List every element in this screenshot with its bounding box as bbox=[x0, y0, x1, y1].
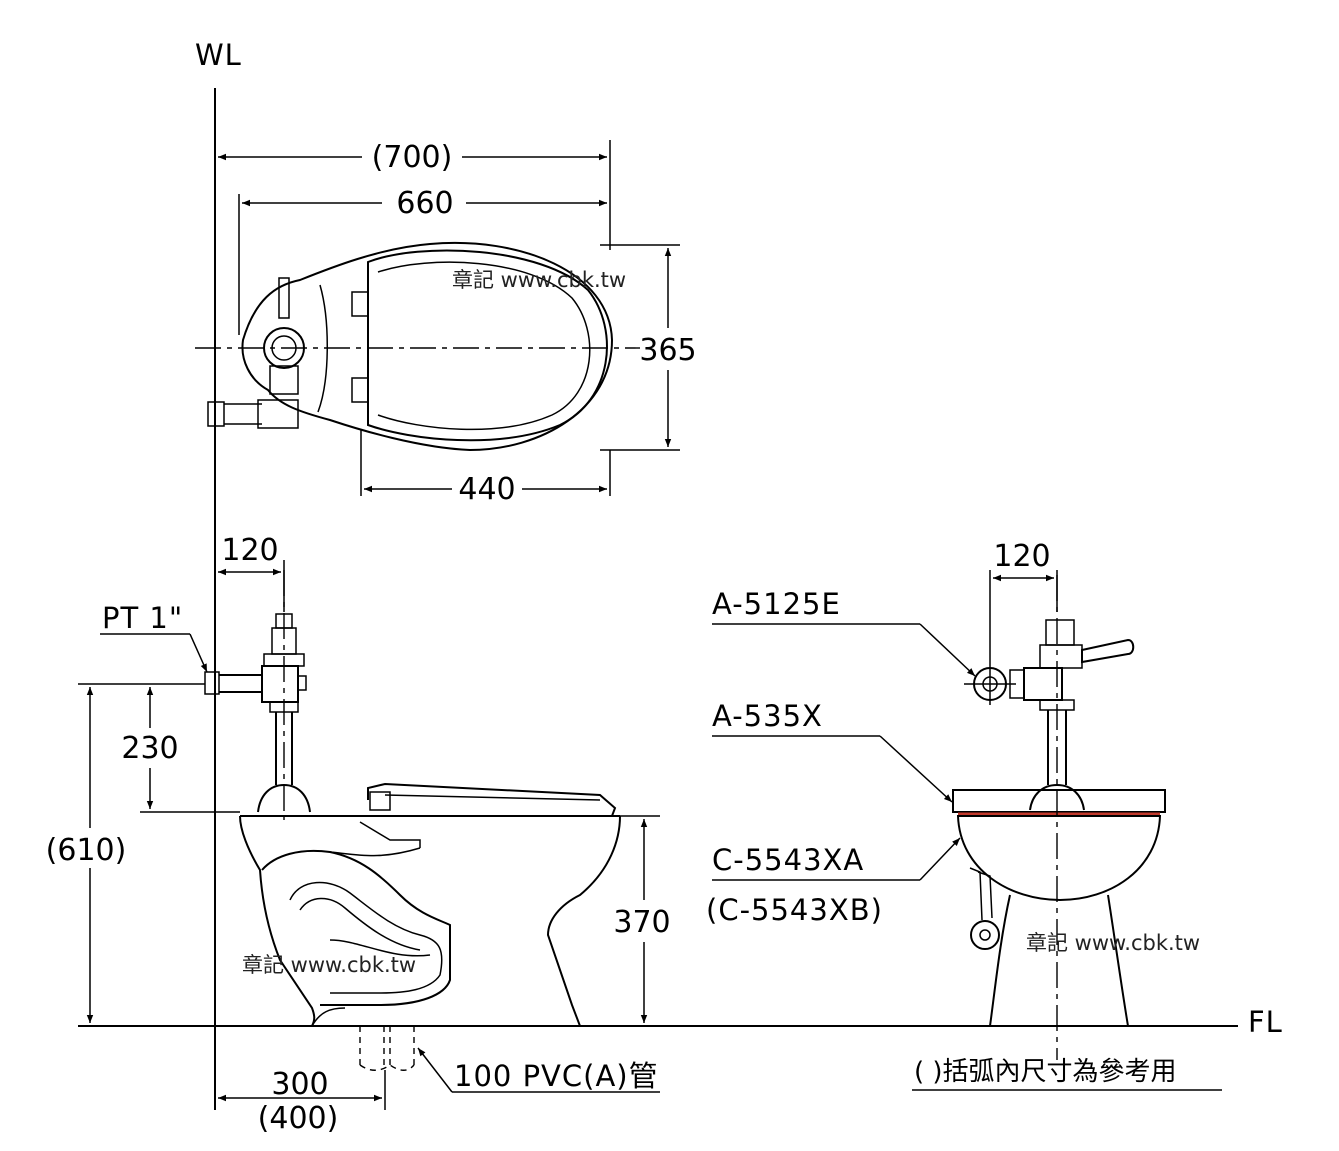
front-view-toilet bbox=[952, 575, 1166, 1060]
supply-pipe-label: PT 1" bbox=[102, 601, 183, 635]
dim-rough-in bbox=[218, 1070, 386, 1110]
dim-body-length bbox=[238, 194, 607, 335]
dim-valve-height-label: 230 bbox=[121, 731, 178, 766]
seat-leader bbox=[712, 735, 953, 803]
bowl-alt-label: (C-5543XB) bbox=[706, 893, 883, 927]
dim-width bbox=[600, 244, 680, 451]
watermark-side: 章記 www.cbk.tw bbox=[242, 953, 416, 977]
flush-valve-label: A-5125E bbox=[712, 587, 841, 621]
dim-bowl-height-label: 370 bbox=[613, 905, 670, 940]
dim-overall bbox=[218, 140, 611, 250]
dim-rough-in-alt-label: (400) bbox=[258, 1101, 339, 1136]
dim-body-length-label: 660 bbox=[396, 186, 453, 221]
dim-seat-length-label: 440 bbox=[458, 472, 515, 507]
drain-pipe-leader bbox=[417, 1047, 660, 1093]
dim-side-valve-offset bbox=[218, 560, 285, 612]
bowl-leader bbox=[712, 837, 961, 881]
dim-bowl-height bbox=[620, 815, 660, 1023]
dim-front-valve-offset-label: 120 bbox=[993, 539, 1050, 574]
floor-line-label: FL bbox=[1248, 1005, 1283, 1039]
dim-valve-height bbox=[140, 687, 240, 813]
drain-pipe-label: 100 PVC(A)管 bbox=[454, 1059, 659, 1093]
side-view-toilet bbox=[204, 570, 621, 1071]
dim-overall-label: (700) bbox=[372, 140, 453, 175]
reference-note: ( )括弧內尺寸為參考用 bbox=[914, 1057, 1177, 1087]
watermark-top: 章記 www.cbk.tw bbox=[452, 268, 626, 292]
watermark-front: 章記 www.cbk.tw bbox=[1026, 931, 1200, 955]
dim-total-height-label: (610) bbox=[46, 833, 127, 868]
bowl-label: C-5543XA bbox=[712, 843, 864, 877]
dim-width-label: 365 bbox=[639, 333, 696, 368]
dim-front-valve-offset bbox=[989, 570, 1058, 705]
dim-total-height bbox=[78, 683, 205, 1023]
dim-rough-in-label: 300 bbox=[271, 1067, 328, 1102]
supply-pipe-leader bbox=[100, 633, 208, 673]
wall-line-label: WL bbox=[195, 38, 242, 72]
flush-valve-leader bbox=[712, 623, 976, 677]
seat-label: A-535X bbox=[712, 699, 823, 733]
dim-seat-length bbox=[360, 430, 611, 496]
top-view-toilet bbox=[195, 242, 640, 452]
dim-side-valve-offset-label: 120 bbox=[221, 533, 278, 568]
